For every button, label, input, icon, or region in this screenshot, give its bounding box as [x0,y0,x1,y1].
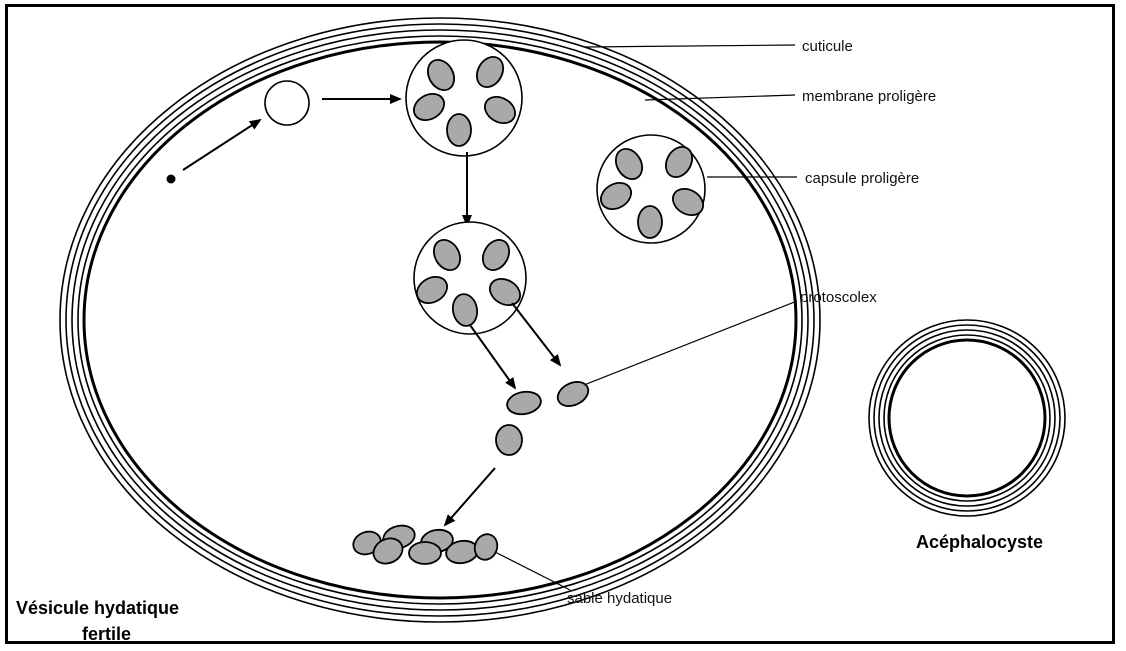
protoscolex-in-capsule [447,114,471,146]
hydatid-sand-cluster [350,522,501,568]
free-protoscolex [496,425,522,455]
leader-membrane [645,95,795,100]
arrow-release-right [512,303,560,365]
germinal-bud-dot [167,175,176,184]
sand-scolex [471,531,501,563]
brood-capsule-right [596,135,708,243]
protoscolex-in-capsule [638,206,662,238]
free-protoscolex [505,389,542,417]
sand-scolex [409,542,441,564]
free-protoscolex [554,377,592,410]
arrow-release-left [470,325,515,388]
label-protoscolex: protoscolex [800,289,877,306]
acephalocyst [869,320,1065,516]
leader-sable [495,552,570,590]
arrow-bud-to-vesicle [183,120,260,170]
title-acephalocyste: Acéphalocyste [916,532,1043,552]
label-sable-hydatique: sable hydatique [567,590,672,607]
arrow-to-sediment [445,468,495,525]
label-membrane-proligere: membrane proligère [802,88,936,105]
label-cuticule: cuticule [802,38,853,55]
young-vesicle [265,81,309,125]
brood-capsule-top [406,40,522,156]
title-vesicule-line1: Vésicule hydatique [16,598,179,618]
title-vesicule-line2: fertile [82,624,131,644]
label-capsule-proligere: capsule proligère [805,170,919,187]
brood-capsule-middle [412,222,526,334]
leader-cuticule [585,45,795,47]
leader-protoscolex [584,301,797,385]
